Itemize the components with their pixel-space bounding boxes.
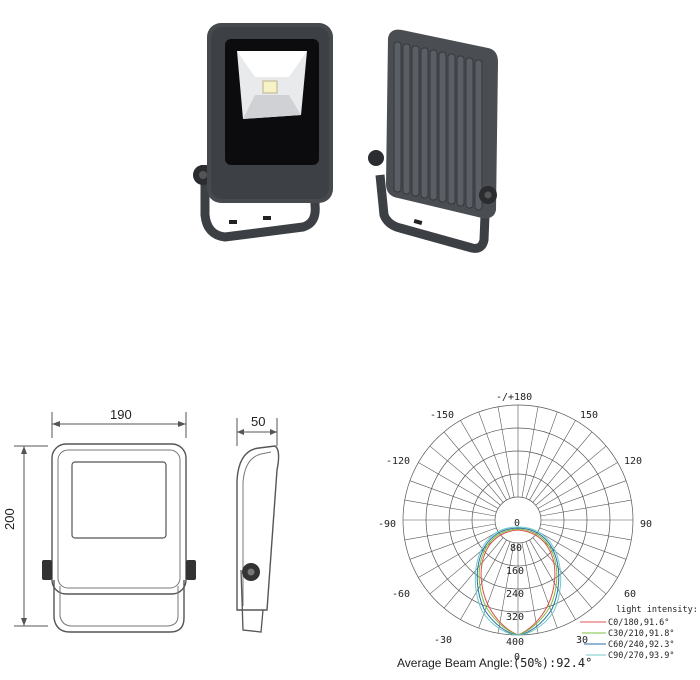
center-zero-label: 0 bbox=[514, 518, 520, 529]
polar-spoke bbox=[409, 480, 497, 513]
polar-spoke bbox=[418, 462, 499, 509]
curve-c90 bbox=[474, 526, 562, 636]
bottom-zero-label: 0 bbox=[514, 652, 520, 663]
radial-label-160: 160 bbox=[506, 566, 524, 577]
legend-label-c90: C90/270,93.9° bbox=[608, 651, 675, 661]
polar-spoke bbox=[540, 523, 632, 541]
polar-spoke bbox=[529, 420, 576, 501]
radial-label-400: 400 bbox=[506, 637, 524, 648]
angle-label-neg150: -150 bbox=[430, 410, 454, 421]
beam-angle-caption: Average Beam Angle:(50%):92.4° bbox=[397, 656, 592, 670]
product-photo-back bbox=[368, 29, 498, 253]
polar-spoke bbox=[443, 537, 504, 609]
polar-spoke bbox=[429, 534, 501, 595]
height-dimension-label: 200 bbox=[2, 508, 17, 530]
polar-spoke bbox=[460, 420, 507, 501]
radial-label-240: 240 bbox=[506, 589, 524, 600]
legend-label-c30: C30/210,91.8° bbox=[608, 629, 675, 639]
polar-spoke bbox=[497, 542, 515, 634]
polar-spoke bbox=[532, 431, 593, 503]
polar-spoke bbox=[532, 537, 593, 609]
polar-spoke bbox=[535, 534, 607, 595]
angle-label-90: 90 bbox=[640, 519, 652, 530]
legend-label-c0: C0/180,91.6° bbox=[608, 618, 669, 628]
angle-label-neg120: -120 bbox=[386, 456, 410, 467]
angle-label-30: 30 bbox=[576, 635, 588, 646]
intensity-unit-label: light intensity: cd bbox=[616, 605, 700, 615]
distribution-curves bbox=[474, 526, 562, 636]
front-dimension-drawing bbox=[14, 412, 196, 633]
polar-spoke bbox=[535, 445, 607, 506]
polar-spoke bbox=[404, 523, 496, 541]
angle-label-neg60: -60 bbox=[392, 589, 410, 600]
depth-dimension-label: 50 bbox=[251, 414, 266, 429]
angle-label-neg90: -90 bbox=[378, 519, 396, 530]
polar-spoke bbox=[539, 527, 627, 560]
angle-label-150: 150 bbox=[580, 410, 598, 421]
polar-spoke bbox=[429, 445, 501, 506]
polar-spoke bbox=[529, 539, 576, 620]
angle-label-120: 120 bbox=[624, 456, 642, 467]
polar-spoke bbox=[478, 411, 511, 499]
polar-spoke bbox=[409, 527, 497, 560]
polar-spoke bbox=[404, 499, 496, 517]
width-dimension-label: 190 bbox=[110, 407, 132, 422]
legend: C0/180,91.6° C30/210,91.8° C60/240,92.3°… bbox=[580, 618, 675, 661]
legend-label-c60: C60/240,92.3° bbox=[608, 640, 675, 650]
polar-spoke bbox=[539, 480, 627, 513]
polar-spoke bbox=[418, 531, 499, 578]
product-photo-front bbox=[193, 23, 333, 242]
radial-label-80: 80 bbox=[510, 543, 522, 554]
angle-label-180: -/+180 bbox=[496, 392, 532, 403]
polar-spoke bbox=[521, 542, 539, 634]
polar-spoke bbox=[443, 431, 504, 503]
side-dimension-drawing bbox=[236, 418, 280, 633]
polar-spoke bbox=[497, 406, 515, 498]
polar-spoke bbox=[537, 531, 618, 578]
beam-angle-label: Average Beam Angle: bbox=[397, 656, 513, 670]
polar-spoke bbox=[460, 539, 507, 620]
polar-spoke bbox=[525, 411, 558, 499]
polar-spoke bbox=[537, 462, 618, 509]
angle-label-neg30: -30 bbox=[434, 635, 452, 646]
polar-diagram: -/+180 -150 150 -120 120 -90 90 -60 60 -… bbox=[378, 392, 700, 663]
polar-spoke bbox=[521, 406, 539, 498]
angle-label-60: 60 bbox=[624, 589, 636, 600]
radial-label-320: 320 bbox=[506, 612, 524, 623]
polar-spoke bbox=[540, 499, 632, 517]
beam-angle-value: (50%):92.4° bbox=[512, 656, 593, 670]
